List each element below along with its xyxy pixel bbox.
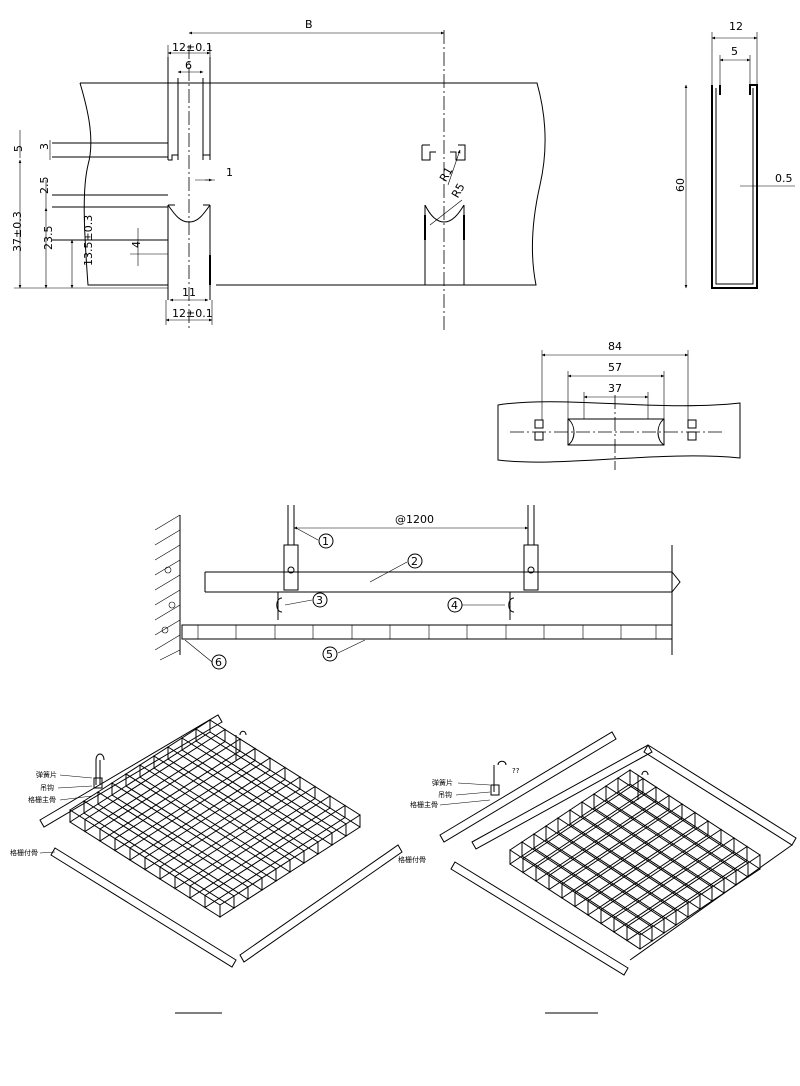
dim-h5: 5	[12, 145, 25, 152]
iso-right-label-note: ??	[512, 767, 520, 775]
callout-4: 4	[451, 599, 458, 612]
iso-right-edge-rail	[450, 861, 629, 976]
dim-channel-inner: 5	[731, 45, 738, 58]
grid-bar	[174, 785, 316, 890]
dim-w11: 11	[182, 286, 196, 299]
grid-bar	[129, 757, 271, 861]
grid-bar	[533, 833, 665, 934]
dim-h4: 4	[130, 241, 143, 248]
iso-left-grid	[69, 719, 361, 918]
iso-right-label-edge-rail: 格栅付骨	[398, 855, 426, 864]
grid-bar	[204, 804, 346, 909]
grid-bar	[626, 845, 748, 942]
channel-section: 12 5 60 0.5	[674, 20, 795, 289]
grid-bar	[219, 814, 361, 918]
iso-left-label-main-rail: 格栅主骨	[28, 795, 56, 804]
dim-h13-5: 13.5±0.3	[82, 215, 95, 266]
grid-bar	[548, 794, 670, 891]
channel-outline	[711, 84, 758, 289]
dim-channel-width: 12	[729, 20, 743, 33]
grid-bar	[574, 811, 696, 908]
dim-h37: 37±0.3	[11, 211, 24, 252]
center-slot-bottom	[424, 204, 465, 285]
iso-left-label-hanger: 吊钩	[40, 783, 54, 792]
dim-84: 84	[608, 340, 622, 353]
grid-bar	[195, 728, 347, 837]
dim-slot-inner: 6	[185, 59, 192, 72]
grid-bar	[97, 791, 249, 900]
dim-R5: R5	[449, 181, 468, 200]
dim-h2-5: 2.5	[38, 177, 51, 195]
grid-bar	[557, 817, 689, 918]
grid-bar	[581, 801, 713, 902]
grid-bar	[99, 738, 241, 842]
iso-left-main-rail	[39, 714, 223, 828]
callout-5: 5	[326, 648, 333, 661]
dim-channel-thickness: 0.5	[775, 172, 793, 185]
grid-bar	[144, 766, 286, 871]
grid-bar	[587, 820, 709, 916]
grid-bar	[535, 786, 657, 882]
hanger-rod-left	[287, 505, 295, 545]
dim-spacing: @1200	[395, 513, 434, 526]
grid-bar	[639, 854, 761, 950]
iso-right-label-hanger: 吊钩	[438, 790, 452, 799]
iso-left-edge-rail	[50, 847, 237, 968]
iso-right-main-rail	[439, 731, 617, 843]
slot-plan-outline	[497, 401, 741, 463]
dim-channel-height: 60	[674, 178, 687, 192]
iso-right-grid	[509, 769, 761, 950]
grid-bar	[139, 764, 291, 873]
profile-outline	[80, 82, 546, 286]
grid-bar	[181, 737, 333, 846]
iso-right: ?? 弹簧片 吊钩 格栅主骨 格栅付骨	[398, 731, 797, 1014]
grid-bar	[83, 800, 235, 909]
dim-h23-5: 23.5	[42, 226, 55, 251]
grid-bar	[613, 837, 735, 933]
main-carrier	[204, 571, 672, 593]
grid-bar	[561, 803, 683, 899]
grid-bar	[189, 795, 331, 899]
dim-gap: 1	[226, 166, 233, 179]
iso-right-label-spring-clip: 弹簧片	[432, 778, 453, 787]
grid-bar	[545, 825, 677, 926]
callout-6: 6	[215, 656, 222, 669]
iso-right-label-main-rail: 格栅主骨	[410, 800, 438, 809]
grid-bar	[159, 776, 301, 880]
dim-slot-width-top: 12±0.1	[172, 41, 213, 54]
callout-2: 2	[411, 555, 418, 568]
grid-bar	[125, 773, 277, 882]
iso-left: 弹簧片 吊钩 格栅主骨 格栅付骨	[10, 714, 403, 1014]
grid-panels	[181, 624, 673, 640]
dim-slot-width-bottom: 12±0.1	[172, 307, 213, 320]
dim-57: 57	[608, 361, 622, 374]
dim-R1: R1	[437, 165, 456, 184]
callout-1: 1	[322, 535, 329, 548]
grid-bar	[522, 777, 644, 874]
grid-bar	[569, 809, 701, 910]
dim-37: 37	[608, 382, 622, 395]
slot-plan: 84 57 37	[497, 340, 741, 470]
dim-h3: 3	[38, 143, 51, 150]
iso-left-label-edge-rail: 格栅付骨	[10, 848, 38, 857]
center-slot-top	[421, 144, 466, 161]
grid-bar	[605, 785, 737, 886]
left-slot	[167, 57, 211, 160]
profile-view: B 12±0.1 6 1 R1 R5 5 3 37±0.3 2.5 23.5 1…	[11, 18, 546, 330]
iso-left-label-spring-clip: 弹簧片	[36, 770, 57, 779]
grid-bar	[111, 782, 263, 891]
callout-3: 3	[316, 594, 323, 607]
grid-bar	[167, 746, 319, 855]
dim-B: B	[305, 18, 313, 31]
grid-bar	[600, 828, 722, 925]
hanger-rod-right	[527, 505, 535, 545]
hanging-section: @1200 1 2 3 4 5 6	[154, 505, 681, 670]
grid-bar	[593, 793, 725, 894]
grid-bar	[153, 755, 305, 864]
grid-bar	[521, 841, 653, 942]
